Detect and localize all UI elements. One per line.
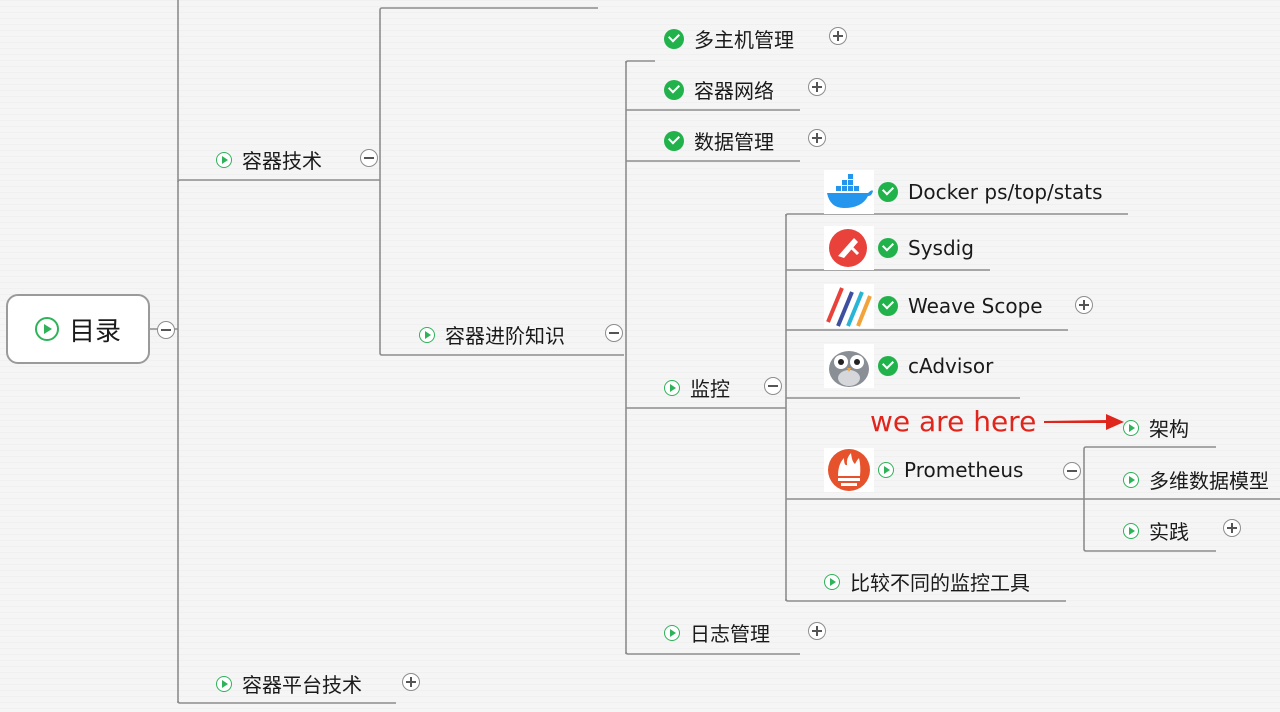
check-icon — [664, 79, 684, 100]
collapse-toggle-root[interactable] — [157, 321, 175, 339]
expand-toggle-practice[interactable] — [1223, 519, 1241, 537]
prometheus-torch-icon — [824, 448, 874, 492]
expand-toggle-container-platform[interactable] — [402, 673, 420, 691]
check-icon — [878, 182, 898, 202]
node-compare-tools[interactable]: 比较不同的监控工具 — [824, 567, 1030, 596]
root-node[interactable]: 目录 — [6, 294, 150, 364]
annotation-we-are-here: we are here — [870, 405, 1126, 438]
play-icon — [824, 573, 840, 590]
play-icon — [216, 675, 232, 692]
node-label: 多主机管理 — [694, 28, 794, 52]
node-label: 多维数据模型 — [1149, 469, 1269, 493]
expand-toggle-data-management[interactable] — [808, 129, 826, 147]
node-data-management[interactable]: 数据管理 — [664, 126, 774, 155]
play-icon — [1123, 522, 1139, 539]
collapse-toggle-monitoring[interactable] — [764, 377, 782, 395]
node-label: 容器进阶知识 — [445, 324, 565, 348]
node-prometheus[interactable]: Prometheus — [824, 448, 1023, 492]
node-label: 比较不同的监控工具 — [850, 571, 1030, 595]
node-architecture[interactable]: 架构 — [1123, 413, 1189, 442]
node-label: 容器网络 — [694, 79, 774, 103]
expand-toggle-weave-scope[interactable] — [1075, 296, 1093, 314]
cadvisor-owl-icon — [824, 344, 874, 388]
play-icon — [664, 379, 680, 396]
node-container-platform[interactable]: 容器平台技术 — [216, 669, 362, 698]
annotation-text: we are here — [870, 405, 1037, 438]
play-icon — [216, 151, 232, 168]
node-multi-host[interactable]: 多主机管理 — [664, 24, 794, 53]
check-icon — [878, 296, 898, 316]
expand-toggle-multi-host[interactable] — [829, 27, 847, 45]
expand-toggle-container-network[interactable] — [808, 78, 826, 96]
node-docker-stats[interactable]: Docker ps/top/stats — [824, 170, 1103, 214]
check-icon — [878, 238, 898, 258]
play-icon — [664, 624, 680, 641]
check-icon — [664, 28, 684, 49]
node-label: 实践 — [1149, 520, 1189, 544]
expand-toggle-log-management[interactable] — [808, 622, 826, 640]
root-label: 目录 — [68, 316, 121, 347]
node-label: 监控 — [690, 377, 730, 401]
play-icon — [34, 317, 59, 341]
collapse-toggle-container-advanced[interactable] — [605, 324, 623, 342]
node-container-advanced[interactable]: 容器进阶知识 — [419, 320, 565, 349]
node-data-model[interactable]: 多维数据模型 — [1123, 465, 1269, 494]
weave-scope-icon — [824, 284, 874, 328]
sysdig-icon — [824, 226, 874, 270]
play-icon — [1123, 419, 1139, 436]
node-container-tech[interactable]: 容器技术 — [216, 145, 322, 174]
node-label: Prometheus — [904, 458, 1024, 482]
play-icon — [1123, 471, 1139, 488]
play-icon — [419, 326, 435, 343]
docker-whale-icon — [824, 170, 874, 214]
arrow-right-icon — [1044, 413, 1125, 430]
node-cadvisor[interactable]: cAdvisor — [824, 344, 993, 388]
node-container-network[interactable]: 容器网络 — [664, 75, 774, 104]
node-label: Docker ps/top/stats — [908, 180, 1103, 204]
node-label: Sysdig — [908, 236, 974, 260]
node-sysdig[interactable]: Sysdig — [824, 226, 974, 270]
collapse-toggle-container-tech[interactable] — [360, 149, 378, 167]
check-icon — [878, 356, 898, 376]
node-label: 日志管理 — [690, 622, 770, 646]
node-weave-scope[interactable]: Weave Scope — [824, 284, 1043, 328]
node-label: 容器技术 — [242, 149, 322, 173]
node-label: cAdvisor — [908, 354, 994, 378]
node-label: Weave Scope — [908, 294, 1043, 318]
node-practice[interactable]: 实践 — [1123, 516, 1189, 545]
node-label: 数据管理 — [694, 130, 774, 154]
node-label: 容器平台技术 — [242, 673, 362, 697]
collapse-toggle-prometheus[interactable] — [1063, 462, 1081, 480]
play-icon — [878, 462, 894, 478]
node-log-management[interactable]: 日志管理 — [664, 618, 770, 647]
check-icon — [664, 130, 684, 151]
node-label: 架构 — [1149, 417, 1189, 441]
node-monitoring[interactable]: 监控 — [664, 373, 730, 402]
